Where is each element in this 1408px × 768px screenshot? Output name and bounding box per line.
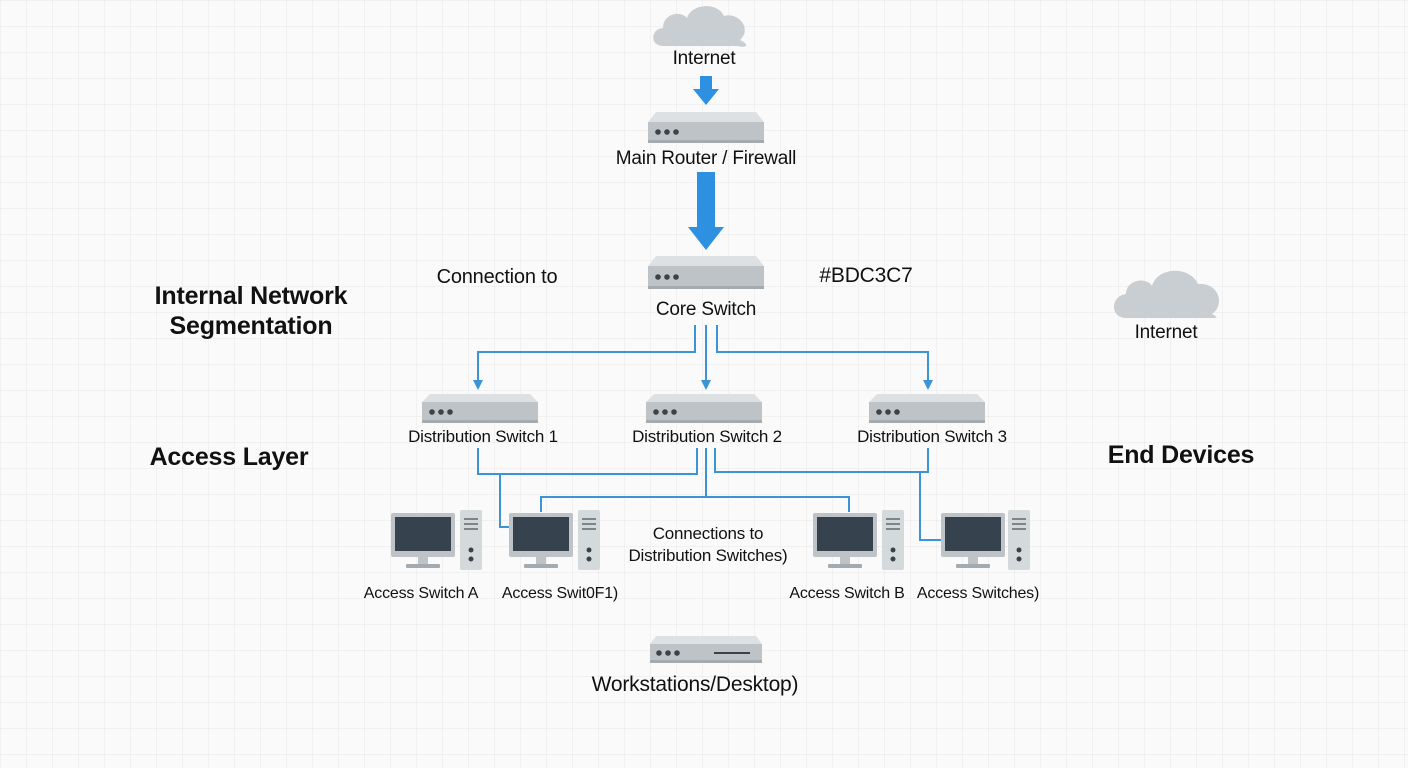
access-layer-heading: Access Layer [149,443,309,471]
core-distribution-links [473,325,933,390]
distribution-switch-3-icon [869,394,985,423]
main-router-label: Main Router / Firewall [615,148,797,169]
main-router-icon [648,112,764,143]
endpoint-label-b: Access Swit0F1) [501,585,619,602]
distribution-workstation-links [477,448,942,541]
core-switch-label: Core Switch [655,299,757,320]
connections-note: Connections to Distribution Switches) [628,524,788,565]
workstations-label: Workstations/Desktop) [591,673,799,696]
internet-cloud-icon [653,6,747,47]
segmentation-heading: Internal Network Segmentation [154,282,348,340]
hex-code-label: #BDC3C7 [819,264,913,287]
connection-to-label: Connection to [436,266,558,288]
workstation-c-icon [813,510,904,570]
workstation-a-icon [391,510,482,570]
endpoint-label-a: Access Switch A [363,585,479,602]
workstation-d-icon [941,510,1030,570]
router-core-arrow [688,172,724,250]
core-switch-icon [648,256,764,289]
distribution-switch-1-label: Distribution Switch 1 [408,427,558,446]
internet-cloud-right-icon [1114,270,1220,318]
distribution-switch-2-label: Distribution Switch 2 [632,427,782,446]
internet-top-label: Internet [672,48,736,69]
endpoint-label-c: Access Switch B [789,585,905,602]
internet-right-label: Internet [1134,322,1198,343]
workstation-b-icon [509,510,600,570]
distribution-switch-1-icon [422,394,538,423]
workstation-switch-icon [650,636,762,663]
endpoint-label-d: Access Switches) [916,585,1040,602]
distribution-switch-2-icon [646,394,762,423]
uplink-arrow [693,76,719,105]
distribution-switch-3-label: Distribution Switch 3 [857,427,1007,446]
end-devices-heading: End Devices [1107,441,1255,469]
